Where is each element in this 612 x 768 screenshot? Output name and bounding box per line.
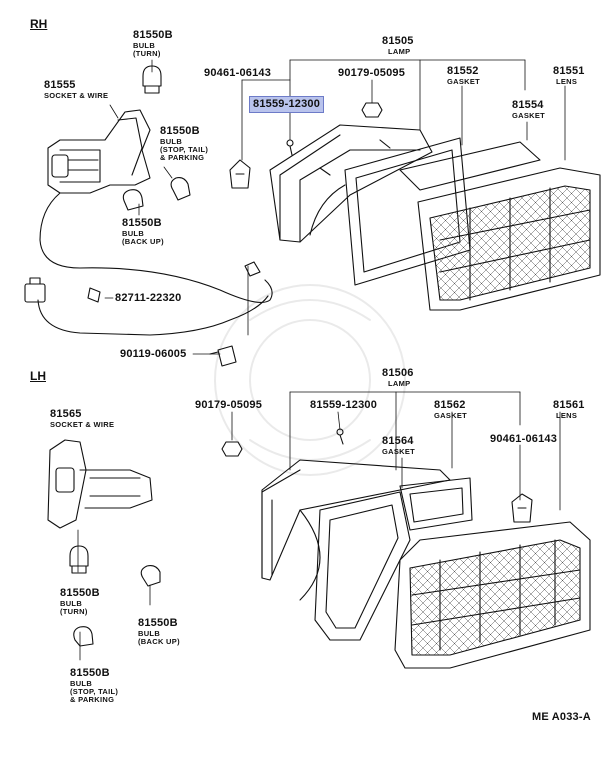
lh-gasket2-desc: GASKET xyxy=(434,411,468,420)
lh-bulb-stop-icon xyxy=(73,626,94,647)
lh-lamp-pn[interactable]: 81506 xyxy=(382,367,414,379)
rh-socket-wire-pn[interactable]: 81555 xyxy=(44,79,76,91)
rh-bulb-turn-icon xyxy=(142,65,162,94)
lh-screw-icon xyxy=(336,428,344,445)
lh-gasket-icon xyxy=(314,491,411,641)
lh-socket-wire-pn[interactable]: 81565 xyxy=(50,408,82,420)
rh-lamp-pn[interactable]: 81505 xyxy=(382,35,414,47)
rh-gasket2-icon xyxy=(399,141,541,191)
lh-bulb-stop-pn[interactable]: 81550B xyxy=(70,667,110,679)
rh-highlighted-part-pn[interactable]: 81559-12300 xyxy=(249,96,325,113)
lh-lens-icon xyxy=(394,521,591,669)
rh-grommet-pn[interactable]: 90119-06005 xyxy=(120,348,187,360)
rh-clip-pn[interactable]: 82711-22320 xyxy=(115,292,182,304)
rh-lens-icon xyxy=(417,167,601,311)
lh-nut-icon xyxy=(221,441,243,457)
lh-socket-wire-desc: SOCKET & WIRE xyxy=(50,420,115,429)
lh-lamp-desc: LAMP xyxy=(388,379,411,388)
rh-gasket-desc: GASKET xyxy=(447,77,481,86)
lh-bulb-turn-desc: BULB (TURN) xyxy=(60,599,88,616)
rh-highlight-screw-icon xyxy=(286,139,294,156)
figure-code: ME A033-A xyxy=(532,711,591,723)
lh-lamp-housing-icon xyxy=(261,459,451,601)
lh-gasket-desc: GASKET xyxy=(382,447,416,456)
lh-gasket2-pn[interactable]: 81562 xyxy=(434,399,466,411)
lh-bulb-turn-pn[interactable]: 81550B xyxy=(60,587,100,599)
lh-socket-wire-icon xyxy=(47,439,153,529)
rh-gasket2-pn[interactable]: 81554 xyxy=(512,99,544,111)
lh-lens-pn[interactable]: 81561 xyxy=(553,399,585,411)
lh-bulb-backup-pn[interactable]: 81550B xyxy=(138,617,178,629)
rh-nut-icon xyxy=(361,102,383,118)
rh-nut-pn[interactable]: 90179-05095 xyxy=(338,67,406,79)
watermark-emblem xyxy=(214,284,406,476)
rh-gasket-pn[interactable]: 81552 xyxy=(447,65,479,77)
lh-nut-pn[interactable]: 90179-05095 xyxy=(195,399,263,411)
rh-section-label: RH xyxy=(30,17,48,31)
rh-lens-desc: LENS xyxy=(556,77,578,86)
rh-grommet-icon xyxy=(209,345,237,367)
rh-bulb-stop-icon xyxy=(170,177,191,201)
rh-lens-pn[interactable]: 81551 xyxy=(553,65,585,77)
rh-lamp-desc: LAMP xyxy=(388,47,411,56)
rh-lamp-housing-icon xyxy=(269,124,433,243)
lh-clip-pn[interactable]: 90461-06143 xyxy=(490,433,558,445)
lh-leader-lines xyxy=(77,391,561,661)
lh-bulb-stop-desc: BULB (STOP, TAIL) & PARKING xyxy=(70,679,119,704)
lh-bulb-turn-icon xyxy=(69,545,89,574)
lh-lens-desc: LENS xyxy=(556,411,578,420)
lh-clip-icon xyxy=(511,493,533,523)
rh-bulb-turn-pn[interactable]: 81550B xyxy=(133,29,173,41)
rh-bulb-backup-icon xyxy=(122,189,144,211)
rh-socket-wire-desc: SOCKET & WIRE xyxy=(44,91,109,100)
rh-screw-pn[interactable]: 90461-06143 xyxy=(204,67,272,79)
lh-screw-pn[interactable]: 81559-12300 xyxy=(310,399,378,411)
lh-gasket-pn[interactable]: 81564 xyxy=(382,435,414,447)
lh-bulb-backup-desc: BULB (BACK UP) xyxy=(138,629,180,646)
lh-bulb-backup-icon xyxy=(140,565,161,587)
lh-section-label: LH xyxy=(30,369,46,383)
rh-bulb-stop-pn[interactable]: 81550B xyxy=(160,125,200,137)
rh-bulb-stop-desc: BULB (STOP, TAIL) & PARKING xyxy=(160,137,209,162)
rh-screw-icon xyxy=(229,159,251,189)
rh-bulb-turn-desc: BULB (TURN) xyxy=(133,41,161,58)
rh-socket-wire-icon xyxy=(24,109,273,336)
rh-bulb-backup-desc: BULB (BACK UP) xyxy=(122,229,164,246)
lh-gasket2-icon xyxy=(399,477,473,531)
rh-gasket2-desc: GASKET xyxy=(512,111,546,120)
rh-bulb-backup-pn[interactable]: 81550B xyxy=(122,217,162,229)
